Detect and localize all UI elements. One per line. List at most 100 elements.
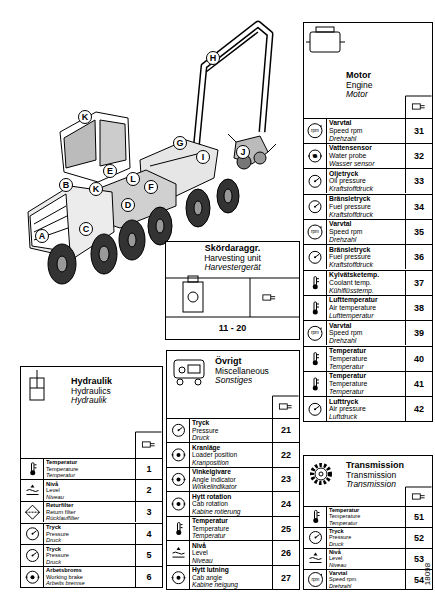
sensor-row: TemperaturTemperatureTemperatur25 (167, 516, 299, 541)
sensor-name: Vattensensor (329, 144, 404, 152)
callout-letter-text: E (107, 167, 113, 176)
sensor-row: TemperaturTemperatureTemperatur40 (304, 346, 432, 371)
sensor-table: TemperaturTemperatureTemperatur51TryckPr… (303, 455, 433, 590)
sensor-name: Tryck (192, 419, 271, 427)
sensor-name: Pressure (46, 531, 134, 538)
sensor-row: Kylvätsketemp.Coolant temp.Kühlflüsstemp… (304, 270, 432, 295)
sensor-row: TryckPressureDruck4 (21, 523, 162, 545)
icon-cell (21, 502, 44, 523)
sensor-number: 24 (272, 492, 299, 516)
callout-letter-text: F (148, 183, 154, 192)
icon-label: % (312, 153, 317, 159)
sensor-table: VarvtalSpeed rpmDrehzahl31VattensensorWa… (303, 22, 433, 422)
text-cell: TemperaturTemperatureTemperatur (46, 459, 134, 480)
heading-text: Miscellaneous (215, 367, 269, 377)
sensor-name: Varvtal (329, 322, 404, 330)
icon-cell (21, 480, 44, 501)
callout-letter-text: L (130, 175, 136, 184)
text-cell: TemperaturTemperatureTemperatur (192, 517, 271, 541)
text-cell: ReturfilterReturn filterRücklauffilter (46, 502, 134, 523)
icon-cell (167, 468, 190, 492)
icon-cell (21, 459, 44, 480)
heading-text: Sonstiges (215, 376, 269, 386)
sensor-number: 32 (405, 144, 432, 168)
sensor-row: NivåLevelNiveau53 (304, 548, 432, 569)
sensor-name: Temperature (329, 380, 404, 388)
icon-cell (21, 545, 44, 566)
sensor-name: Kranläge (192, 444, 271, 452)
text-cell: TryckPressureDruck (46, 524, 134, 545)
sensor-row: NivåLevelNiveau2 (21, 479, 162, 501)
heading-text: Hydraulics (71, 387, 112, 397)
sensor-name: Temperatur (192, 517, 271, 525)
sensor-row: VarvtalSpeed rpmDrehzahl39 (304, 320, 432, 345)
sensor-name: Arbetsbroms (46, 567, 134, 574)
sensor-name: Temperatur (329, 347, 404, 355)
icon-cell (167, 492, 190, 516)
icon-cell (304, 245, 327, 269)
sensor-name: Lufttemperatur (329, 312, 404, 320)
heading-text: Harvestergerät (166, 263, 299, 273)
sensor-name: Drehzahl (329, 337, 404, 345)
callout-letter: E (103, 164, 117, 178)
sensor-row: LufttemperaturAir temperatureLufttempera… (304, 295, 432, 320)
callout-letter: A (35, 229, 49, 243)
sensor-row: ArbetsbromsWorking brakeArbeits bremse6 (21, 566, 162, 588)
sensor-row: KranlägeLoader positionKranposition22 (167, 442, 299, 467)
sensor-number: 3 (135, 502, 162, 523)
icon-cell (304, 549, 327, 569)
sensor-name: Oljetryck (329, 170, 404, 178)
sensor-number: 42 (405, 397, 432, 421)
text-cell: VarvtalSpeed rpmDrehzahl (329, 570, 404, 590)
sensor-row: VinkelgivareAngle indicatorWinkelindikat… (167, 467, 299, 492)
text-cell: BränsletryckFuel pressureKraftstoffdruck (329, 195, 404, 219)
sensor-name: Nivå (329, 549, 404, 555)
sensor-name: Temperatur (329, 507, 404, 513)
sensor-name: Temperature (329, 355, 404, 363)
icon-label: rpm (312, 577, 320, 582)
sensor-name: Temperature (46, 466, 134, 473)
sensor-name: Cab rotation (192, 500, 271, 508)
sensor-row: Hytt rotationCab rotationKabine rotierun… (167, 491, 299, 516)
sensor-row: VarvtalSpeed rpmDrehzahl35 (304, 219, 432, 244)
icon-cell (304, 397, 327, 421)
text-cell: Hytt rotationCab rotationKabine rotierun… (192, 492, 271, 516)
sensor-row: TryckPressureDruck5 (21, 544, 162, 566)
text-cell: VarvtalSpeed rpmDrehzahl (329, 321, 404, 345)
text-cell: TemperaturTemperatureTemperatur (329, 347, 404, 371)
text-cell: VarvtalSpeed rpmDrehzahl (329, 220, 404, 244)
sensor-name: Level (329, 555, 404, 561)
sensor-name: Pressure (329, 534, 404, 540)
heading-text: Engine (346, 81, 372, 91)
text-cell: KranlägeLoader positionKranposition (192, 443, 271, 467)
callout-letter-text: K (82, 113, 89, 122)
text-cell: Hytt lutningCab angleKabine neigung (192, 566, 271, 590)
callout-letter-text: B (63, 181, 70, 190)
sensor-name: Return filter (46, 509, 134, 516)
sensor-name: Winkelindikator (192, 483, 271, 491)
heading-text: Hydraulik (71, 396, 112, 406)
icon-cell (167, 419, 190, 443)
sensor-number: 33 (405, 169, 432, 193)
sensor-name: Druck (46, 559, 134, 566)
text-cell: BränsletryckFuel pressureKraftstoffdruck (329, 245, 404, 269)
sensor-name: Kranposition (192, 459, 271, 467)
icon-cell (21, 524, 44, 545)
icon-cell (304, 195, 327, 219)
sensor-name: Fuel pressure (329, 203, 404, 211)
sensor-table: TemperaturTemperatureTemperatur1NivåLeve… (20, 366, 163, 588)
callout-letter-text: A (39, 232, 46, 241)
sensor-name: Druck (329, 541, 404, 547)
sensor-name: Pressure (192, 427, 271, 435)
heading-text: Motor (346, 90, 372, 100)
callout-letter: G (173, 136, 187, 150)
sensor-name: Druck (192, 434, 271, 442)
sensor-row: TemperaturTemperatureTemperatur1 (21, 458, 162, 480)
icon-cell (304, 372, 327, 396)
sensor-name: Temperatur (46, 459, 134, 466)
sensor-name: Niveau (46, 494, 134, 501)
callout-letter: K (89, 182, 103, 196)
sensor-row: LufttryckAir pressureLuftdruck42 (304, 396, 432, 421)
text-cell: Kylvätsketemp.Coolant temp.Kühlflüsstemp… (329, 271, 404, 295)
